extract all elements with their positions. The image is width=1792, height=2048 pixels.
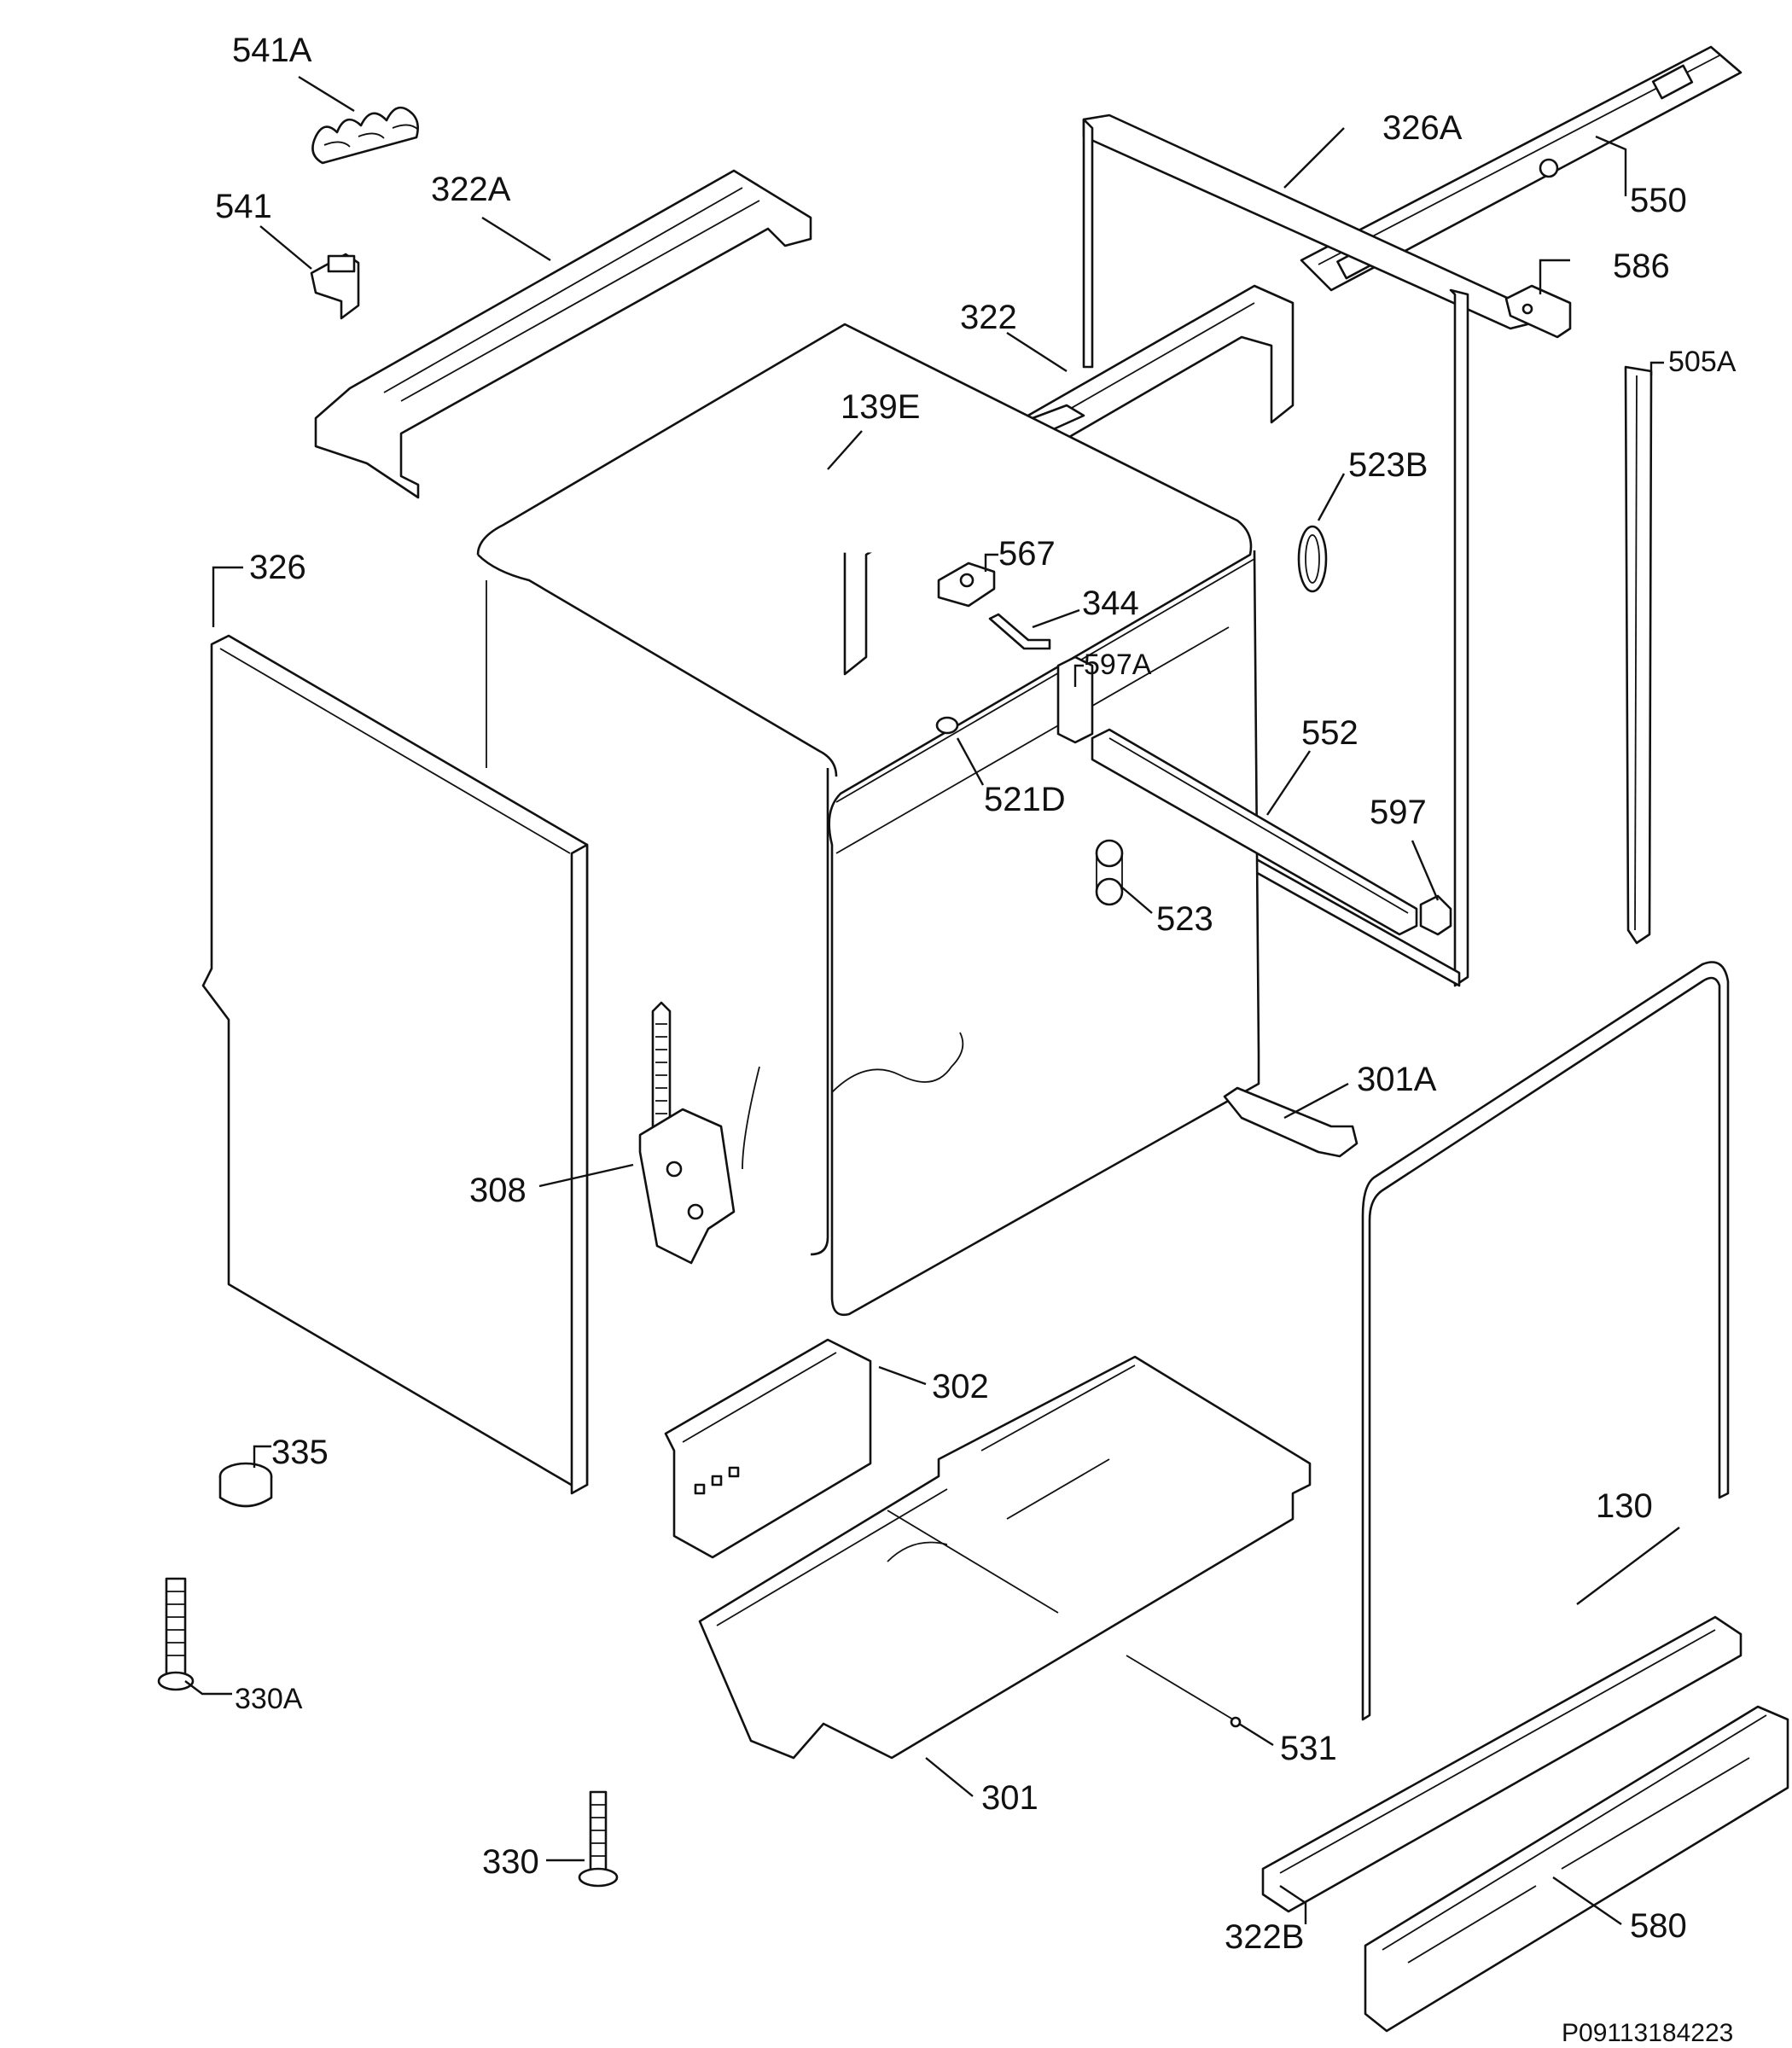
label-301: 301 <box>981 1779 1039 1817</box>
label-541A: 541A <box>232 32 312 69</box>
label-308: 308 <box>469 1172 527 1209</box>
label-586: 586 <box>1613 247 1670 285</box>
part-322B-rail <box>1261 1615 1743 1913</box>
part-552-rail <box>1091 728 1418 936</box>
label-335: 335 <box>271 1434 329 1471</box>
part-308-hinge <box>638 1001 736 1265</box>
label-597: 597 <box>1370 794 1427 831</box>
part-326-side-panel <box>201 634 589 1495</box>
label-597A: 597A <box>1084 649 1152 681</box>
part-505A-strip <box>1624 365 1653 945</box>
label-130: 130 <box>1596 1487 1653 1525</box>
part-597A-plug <box>1056 655 1094 744</box>
part-567-clip <box>937 561 996 608</box>
part-580-plate <box>1364 1705 1789 2033</box>
part-302-panel <box>664 1338 872 1559</box>
label-330: 330 <box>482 1843 539 1881</box>
reference-code: P09113184223 <box>1562 2019 1733 2047</box>
label-322A: 322A <box>431 171 511 208</box>
part-326A-side-panel <box>1082 113 1529 987</box>
label-523B: 523B <box>1348 446 1428 484</box>
part-541A-clips <box>311 106 419 165</box>
part-521D-nut <box>935 716 959 735</box>
part-344-bracket <box>988 613 1051 650</box>
part-301-base <box>698 1355 1312 1760</box>
label-330A: 330A <box>235 1683 303 1715</box>
label-322: 322 <box>960 299 1017 336</box>
part-130-door-seal <box>1361 961 1730 1721</box>
label-302: 302 <box>932 1368 989 1405</box>
label-567: 567 <box>998 535 1056 573</box>
label-541: 541 <box>215 188 272 225</box>
label-552: 552 <box>1301 714 1359 752</box>
part-330A-screw <box>157 1577 195 1691</box>
label-521D: 521D <box>984 781 1066 818</box>
part-labels: 541A 541 322A 326A 550 586 322 505A 139E… <box>215 32 1737 2047</box>
leader-lines <box>184 75 1680 1925</box>
label-326A: 326A <box>1382 109 1463 147</box>
part-523B-gasket <box>1297 525 1328 593</box>
label-301A: 301A <box>1357 1061 1437 1098</box>
label-326: 326 <box>249 549 306 586</box>
label-322B: 322B <box>1225 1918 1304 1956</box>
part-tub-body <box>476 323 1260 1317</box>
part-531-pin <box>1126 1655 1242 1728</box>
part-330-screw <box>578 1790 619 1888</box>
label-523: 523 <box>1156 900 1213 938</box>
part-597-clip <box>1419 894 1452 936</box>
label-344: 344 <box>1082 585 1139 622</box>
part-301A-bracket <box>1223 1086 1359 1158</box>
part-322A-rail <box>314 169 812 499</box>
part-550-top-bar <box>1300 45 1743 292</box>
label-139E: 139E <box>841 388 920 426</box>
part-541-bracket <box>310 253 360 320</box>
label-505A: 505A <box>1668 346 1737 378</box>
label-580: 580 <box>1630 1907 1687 1945</box>
label-550: 550 <box>1630 182 1687 219</box>
part-335-foot <box>218 1462 273 1508</box>
label-531: 531 <box>1280 1730 1337 1767</box>
part-586-clip <box>1504 284 1572 339</box>
part-523-roller <box>1095 839 1124 906</box>
